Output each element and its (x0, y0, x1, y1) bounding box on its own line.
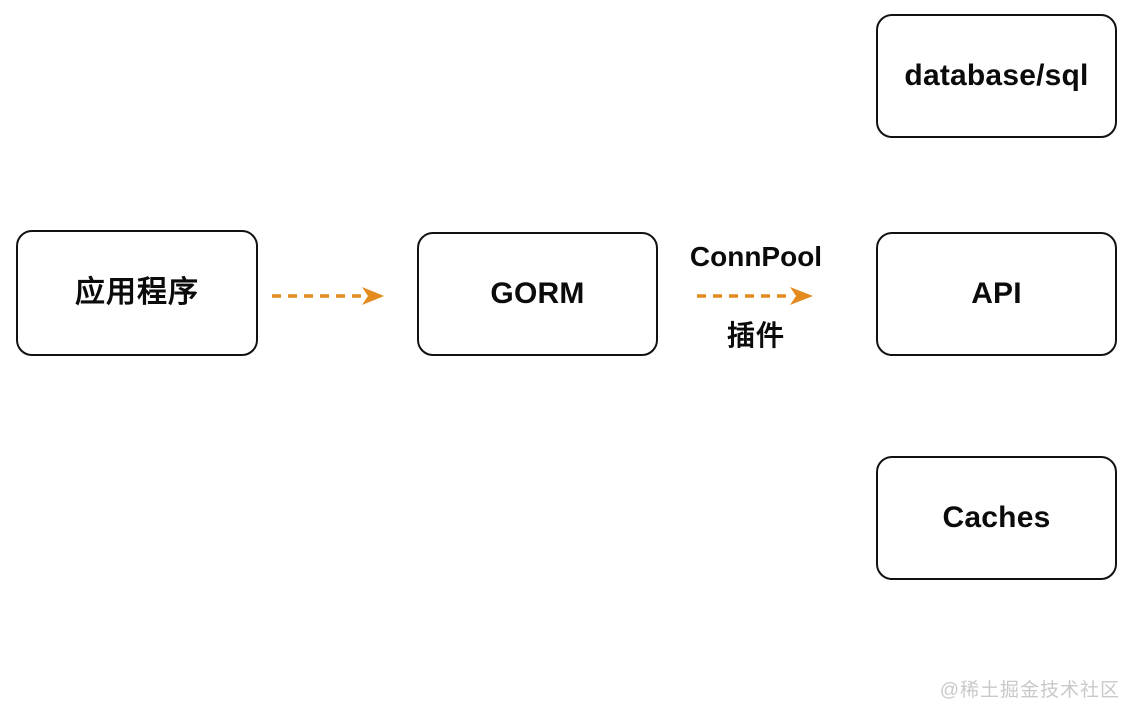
node-caches[interactable]: Caches (876, 456, 1117, 580)
node-api[interactable]: API (876, 232, 1117, 356)
node-application[interactable]: 应用程序 (16, 230, 258, 356)
watermark: @稀土掘金技术社区 (939, 680, 1120, 701)
edge-label-plugin: 插件 (726, 320, 785, 351)
node-gorm-label: GORM (490, 277, 585, 310)
node-application-label: 应用程序 (75, 276, 199, 309)
node-api-label: API (971, 277, 1022, 310)
node-database-sql-label: database/sql (904, 59, 1089, 92)
node-caches-label: Caches (942, 501, 1051, 534)
edge-application-to-gorm-arrow-icon (272, 281, 384, 311)
edge-label-connpool: ConnPool (689, 241, 823, 272)
node-database-sql[interactable]: database/sql (876, 14, 1117, 138)
edge-gorm-to-api-arrow-icon (697, 281, 813, 311)
node-gorm[interactable]: GORM (417, 232, 658, 356)
